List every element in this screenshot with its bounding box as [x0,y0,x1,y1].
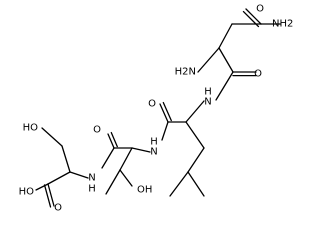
bond-ca-cb-ser [61,145,71,173]
amide-h3-label: H [88,184,96,195]
carbonyl-o-amide2: O [148,99,156,110]
bond-ca-cb-thr [119,147,133,171]
carbonyl-o-amide3: O [93,125,101,136]
bond-n-ca-thr [131,147,151,153]
bond-c-n-thr [161,121,169,141]
bond-n-ca-leu [185,100,205,123]
bond-cb-cg-thr [105,169,121,195]
bond-c-n-ser [101,147,115,169]
bond-c-n-leu [215,71,234,101]
bond-n-ca-ser [69,171,89,179]
bond-co-leu [159,103,169,123]
amide-h1-label: H [204,87,212,98]
bond-ca-c-asn [218,47,234,73]
bond-co-thr [107,133,115,149]
bond-ca-n-asn [197,47,220,73]
bond-amide-co-asn [245,8,262,25]
bond-c-oh-ser [35,183,49,191]
carbonyl-o-amide1: O [254,69,262,80]
bonds-layer [35,8,281,208]
bond-amide-co-asn-second [242,10,260,28]
bond-co-ser-second [43,184,52,208]
hydroxyl-acid-label: HO [19,187,35,198]
bond-cb-og-thr [119,169,133,187]
bond-ca-c-ser [47,171,71,185]
bond-ca-cb-asn [218,23,233,49]
bond-co-leu-second [162,101,172,122]
bond-co-thr-second [110,131,118,148]
bond-cb-cg-leu [187,147,205,173]
carbonyl-o-acid: O [54,203,62,214]
amine-h2n-label: H2N [175,67,196,78]
bond-cg-cd1-leu [169,171,189,197]
amide-n2-label: N [150,147,157,158]
amide-n1-label: N [204,97,211,108]
amide-n3-label: N [88,173,95,184]
bond-co-ser [47,183,55,207]
bond-ca-cb-leu [185,121,205,149]
amide-h2-label: H [150,137,158,148]
hydroxyl-ser-label: HO [23,123,39,134]
bond-cg-cd2-leu [187,171,205,197]
bond-cb-og-ser [41,127,63,147]
hydroxyl-thr-label: OH [137,185,152,196]
amide-nh2-label: NH2 [272,19,293,30]
carbonyl-o-asn: O [256,4,264,15]
